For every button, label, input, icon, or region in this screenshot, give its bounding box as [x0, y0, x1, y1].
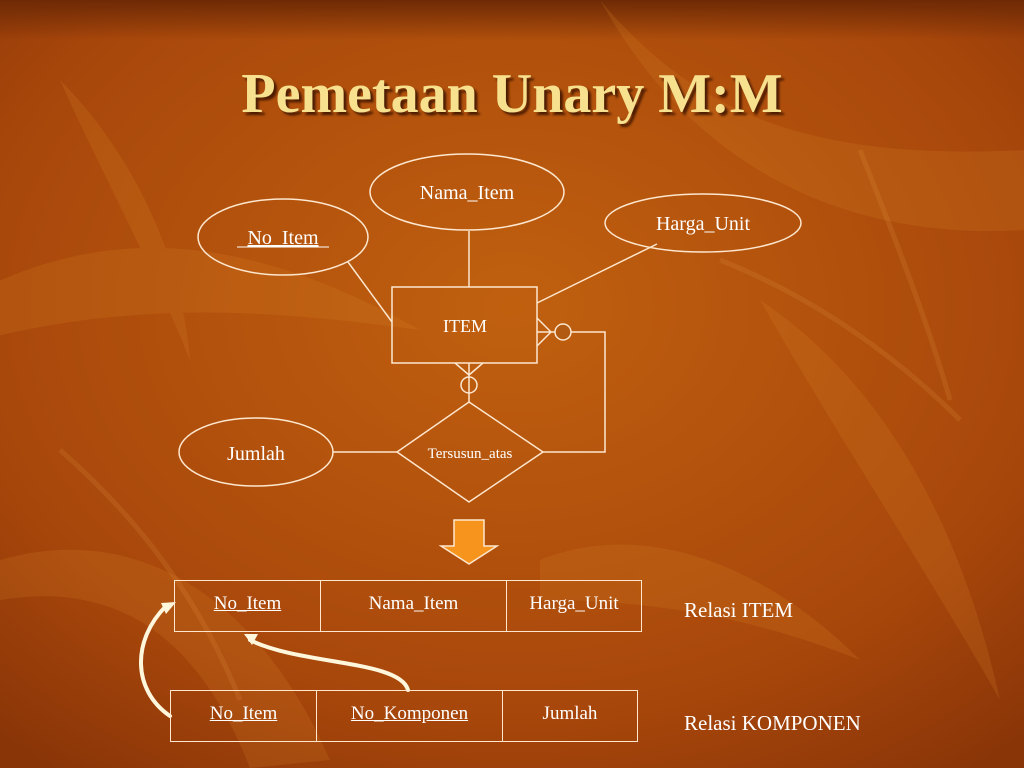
relation-item-table: No_Item Nama_Item Harga_Unit — [174, 580, 642, 632]
attr-nama-item-label: Nama_Item — [420, 182, 515, 204]
table-cell: No_Item — [174, 580, 321, 632]
no-item-connector — [347, 261, 393, 323]
table-row: No_Item No_Komponen Jumlah — [170, 690, 638, 742]
relation-komponen-table: No_Item No_Komponen Jumlah — [170, 690, 638, 742]
fk-arrow-no-item-head — [161, 602, 176, 614]
attr-harga-unit-ellipse — [604, 193, 802, 253]
attr-jumlah-label: Jumlah — [227, 443, 285, 465]
relation-komponen-label: Relasi KOMPONEN — [684, 711, 861, 735]
entity-item-box — [391, 286, 538, 364]
fk-arrow-no-komponen-head — [244, 634, 258, 645]
attr-nama-item-ellipse — [369, 153, 565, 231]
transform-arrow-icon — [438, 519, 500, 565]
attr-harga-unit-label: Harga_Unit — [656, 213, 750, 235]
table-cell: No_Komponen — [316, 690, 503, 742]
right-crowsfoot — [536, 317, 606, 453]
slide-title: Pemetaan Unary M:M — [241, 63, 783, 125]
table-cell: Nama_Item — [320, 580, 507, 632]
relationship-label: Tersusun_atas — [428, 446, 513, 462]
relation-item-label: Relasi ITEM — [684, 598, 794, 622]
bottom-crowsfoot — [454, 362, 484, 402]
entity-item-label: ITEM — [443, 316, 487, 336]
attr-no-item-ellipse — [197, 198, 369, 276]
fk-arrow-no-komponen — [248, 638, 410, 692]
fk-arrow-no-item — [139, 604, 172, 718]
table-cell: Harga_Unit — [506, 580, 642, 632]
attr-no-item-label: No_Item — [247, 227, 319, 249]
relationship-diamond — [395, 401, 545, 503]
table-cell: Jumlah — [502, 690, 638, 742]
attr-jumlah-ellipse — [178, 417, 334, 487]
harga-unit-connector — [536, 243, 658, 304]
table-row: No_Item Nama_Item Harga_Unit — [174, 580, 642, 632]
table-cell: No_Item — [170, 690, 317, 742]
